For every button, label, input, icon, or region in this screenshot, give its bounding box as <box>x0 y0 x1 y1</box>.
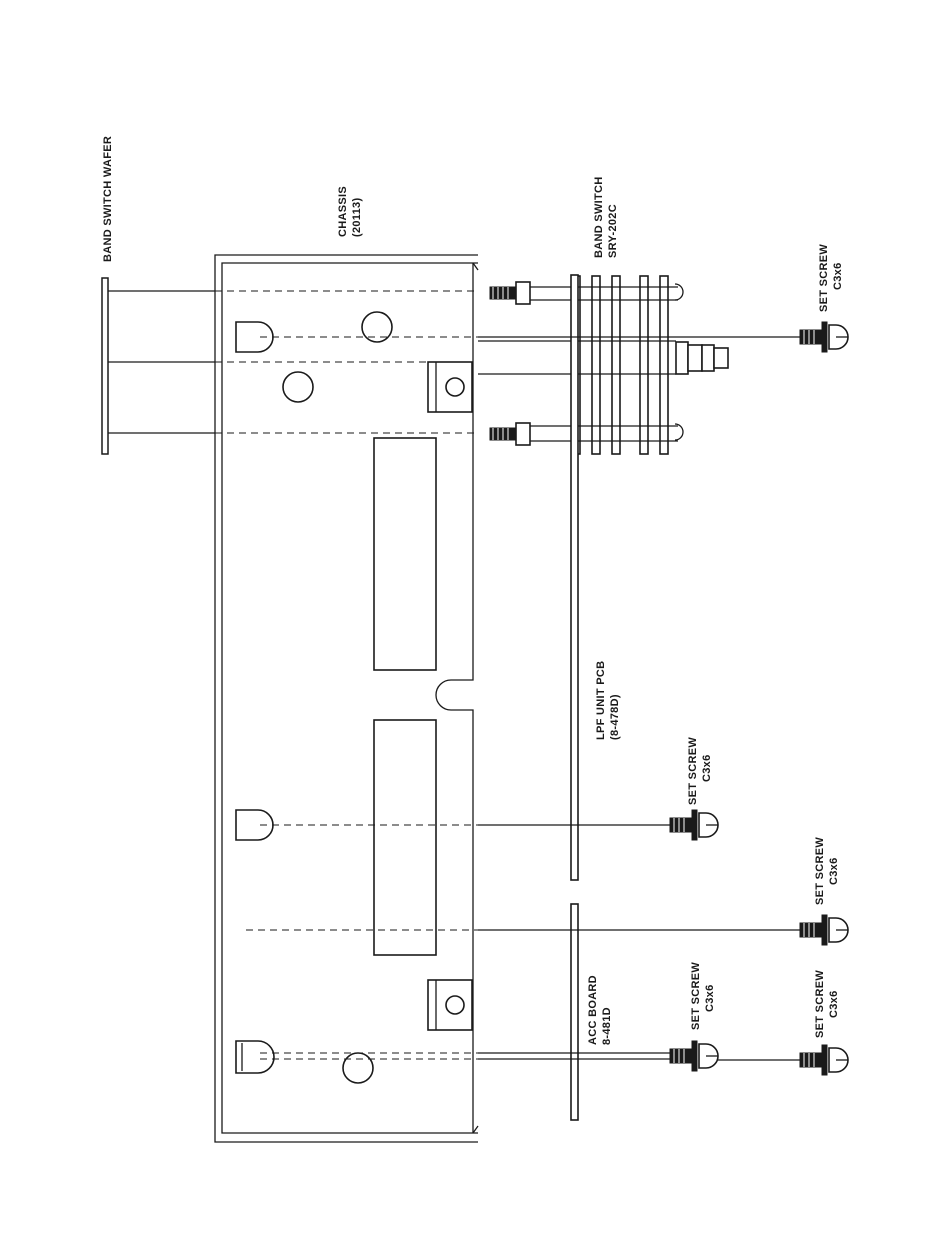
band-switch-part-label: SRY-202C <box>607 204 619 258</box>
set-screw-2 <box>670 810 718 840</box>
set-screw-1-label: SET SCREW <box>818 244 830 312</box>
chassis-window-upper <box>374 438 436 670</box>
lpf-unit-label: LPF UNIT PCB <box>595 661 607 740</box>
set-screw-5-label: SET SCREW <box>814 970 826 1038</box>
chassis-hole <box>362 312 392 342</box>
chassis-slot <box>236 322 273 352</box>
band-switch <box>478 276 728 454</box>
set-screw-3-label: SET SCREW <box>814 837 826 905</box>
band-switch-wafer-label: BAND SWITCH WAFER <box>102 136 114 262</box>
set-screw-2-size: C3x6 <box>701 755 713 783</box>
chassis-part-label: (20113) <box>351 198 363 237</box>
chassis-tab-upper <box>428 362 472 412</box>
acc-board-part-label: 8-481D <box>601 1007 613 1045</box>
set-screw-4-size: C3x6 <box>704 985 716 1013</box>
set-screw-1-size: C3x6 <box>832 263 844 291</box>
band-switch-screw <box>490 423 530 445</box>
chassis-label: CHASSIS <box>337 186 349 237</box>
chassis-tab-lower <box>428 980 472 1030</box>
chassis-hole <box>283 372 313 402</box>
lpf-unit-pcb <box>571 275 578 880</box>
chassis <box>215 255 478 1142</box>
band-switch-label: BAND SWITCH <box>593 176 605 258</box>
set-screw-4 <box>670 1041 718 1071</box>
set-screw-2-label: SET SCREW <box>687 737 699 805</box>
chassis-slot <box>236 810 273 840</box>
acc-board-label: ACC BOARD <box>587 975 599 1045</box>
acc-board <box>571 904 578 1120</box>
set-screw-3-size: C3x6 <box>828 858 840 886</box>
set-screw-5 <box>800 1045 848 1075</box>
assembly-lines <box>215 291 808 1060</box>
lpf-unit-part-label: (8-478D) <box>609 694 621 740</box>
chassis-hole <box>343 1053 373 1083</box>
band-switch-wafer <box>102 278 215 454</box>
set-screw-5-size: C3x6 <box>828 991 840 1019</box>
set-screw-4-label: SET SCREW <box>690 962 702 1030</box>
set-screw-1 <box>800 322 848 352</box>
band-switch-screw <box>490 282 530 304</box>
set-screw-3 <box>800 915 848 945</box>
chassis-window-lower <box>374 720 436 955</box>
